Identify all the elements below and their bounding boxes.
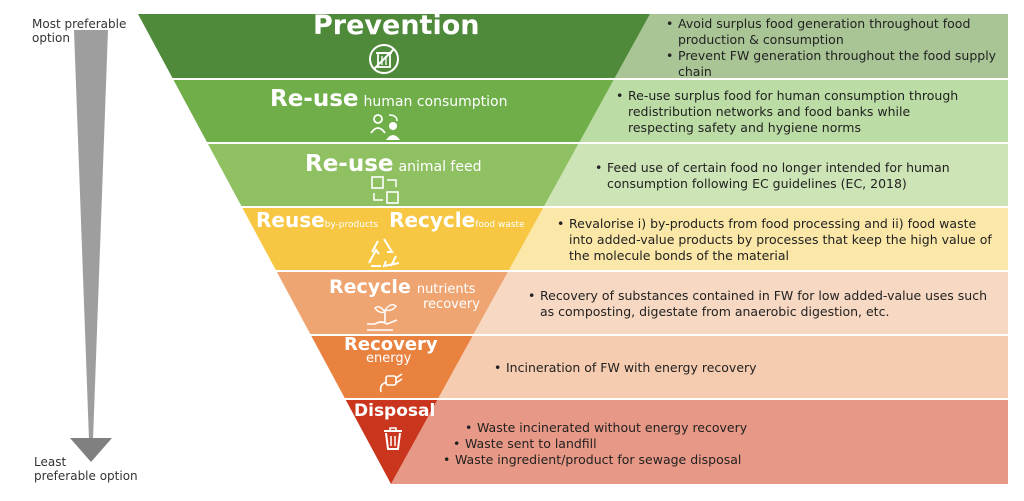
level-reuse-animal-description: Feed use of certain food no longer inten… [595,160,995,192]
band-reuse-recycle [242,208,544,270]
least-preferable-label: Least preferable option [34,455,138,483]
bullet: Re-use surplus food for human consumptio… [616,88,966,136]
level-prevention-description: Avoid surplus food generation throughout… [666,16,1006,80]
bullet: Avoid surplus food generation throughout… [666,16,1006,48]
hand-sprout-icon [367,303,398,331]
bullet: Recovery of substances contained in FW f… [528,288,998,320]
trash-bin-icon [384,427,402,450]
band-reuse-animal [207,144,579,206]
bullet: Revalorise i) by-products from food proc… [557,216,997,264]
exchange-boxes-icon [371,176,399,204]
level-recovery-description: Incineration of FW with energy recovery [494,360,974,376]
bullet: Incineration of FW with energy recovery [494,360,974,376]
band-recycle-nutrients [276,272,508,334]
bullet: Waste sent to landfill [453,436,943,452]
no-waste-bin-icon [369,44,399,74]
level-recycle-nutrients-description: Recovery of substances contained in FW f… [528,288,998,320]
band-reuse-human [173,80,614,142]
band-prevention [138,14,650,78]
level-recovery-title: Recovery [344,334,438,355]
level-reuse-recycle-description: Revalorise i) by-products from food proc… [557,216,997,264]
arrow-shaft [74,30,108,440]
level-prevention-title: Prevention [313,10,480,41]
people-exchange-icon [370,114,400,140]
level-recycle-nutrients-subtitle2: recovery [423,297,480,312]
band-recovery [311,336,473,398]
energy-plug-icon [379,373,403,393]
level-disposal-description: Waste incinerated without energy recover… [443,420,943,468]
bullet: Feed use of certain food no longer inten… [595,160,995,192]
level-recovery-subtitle: energy [366,351,412,366]
arrow-head [70,438,112,462]
bullet: Waste incinerated without energy recover… [465,420,943,436]
recycle-icon [368,238,400,268]
level-reuse-human-description: Re-use surplus food for human consumptio… [616,88,966,136]
level-reuse-recycle-title: Reuseby-products Recyclefood waste [256,208,525,232]
bullet: Prevent FW generation throughout the foo… [666,48,1006,80]
most-preferable-label: Most preferable option [32,17,127,45]
level-disposal-title: Disposal [354,401,436,421]
bullet: Waste ingredient/product for sewage disp… [443,452,943,468]
